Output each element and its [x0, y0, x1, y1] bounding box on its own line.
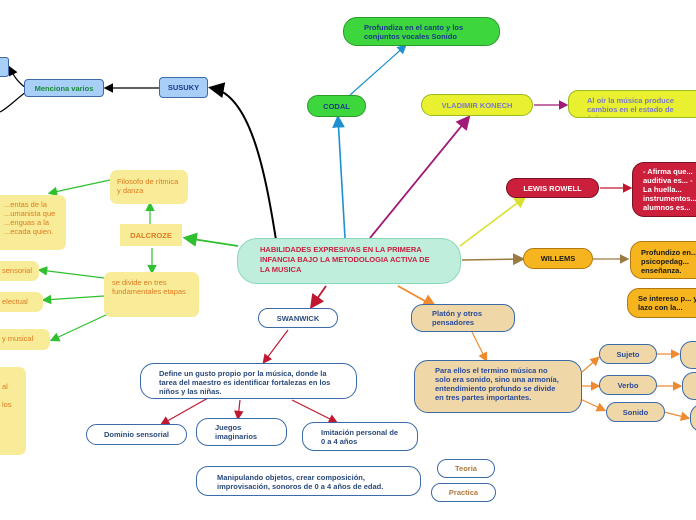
lewis-description-node[interactable]: - Afirma que... auditiva es... - La huel… — [632, 162, 696, 217]
imitacion-personal-node[interactable]: Imitación personal de 0 a 4 años — [302, 422, 418, 451]
lewis-description-text: - Afirma que... auditiva es... - La huel… — [643, 167, 696, 212]
intelectual-node[interactable]: electual — [0, 292, 43, 312]
dominio-sensorial-label: Dominio sensorial — [103, 430, 169, 439]
swanwick-node[interactable]: SWANWICK — [258, 308, 338, 328]
codal-node[interactable]: CODAL — [307, 95, 366, 117]
cut-blue-node[interactable] — [0, 57, 9, 77]
teoria-node[interactable]: Teoria — [437, 459, 495, 478]
vladimir-konech-node[interactable]: VLADIMIR KONECH — [421, 94, 533, 116]
define-gusto-node[interactable]: Define un gusto propio por la música, do… — [140, 363, 357, 399]
verbo-node[interactable]: Verbo — [599, 375, 657, 395]
cut-verbo-child-node[interactable] — [682, 372, 696, 400]
manipulando-objetos-text: Manipulando objetos, crear composición, … — [217, 473, 384, 491]
left-cut-description-text: ...entas de la ...umanista que ...enguas… — [4, 200, 56, 236]
codal-label: CODAL — [323, 101, 350, 111]
lewis-rowell-label: LEWIS ROWELL — [523, 183, 582, 193]
musical-label: y musical — [2, 334, 34, 343]
imitacion-personal-text: Imitación personal de 0 a 4 años — [321, 428, 399, 446]
cut-sujeto-child-node[interactable] — [680, 341, 696, 369]
willems-label: WILLEMS — [540, 254, 576, 263]
sonido-label: Sonido — [622, 407, 649, 417]
musical-node[interactable]: y musical — [0, 329, 50, 350]
swanwick-label: SWANWICK — [276, 313, 320, 323]
juegos-imaginarios-text: Juegos imaginarios — [215, 423, 258, 441]
left-cut-description-node[interactable]: ...entas de la ...umanista que ...enguas… — [0, 195, 66, 250]
teoria-label: Teoria — [455, 464, 477, 473]
dalcroze-label: DALCROZE — [130, 230, 172, 240]
dominio-sensorial-node[interactable]: Dominio sensorial — [86, 424, 187, 445]
willems-node[interactable]: WILLEMS — [523, 248, 593, 269]
filosofo-text: Filosofo de rítmica y danza — [117, 177, 179, 195]
menciona-varios-label: Menciona varios — [34, 83, 94, 93]
divide-etapas-node[interactable]: se divide en tres fundamentales etapas — [104, 272, 199, 317]
central-topic-text: HABILIDADES EXPRESIVAS EN LA PRIMERA INF… — [260, 245, 430, 274]
willems-description-node[interactable]: Profundizo en... psicopedag... enseñanza… — [630, 241, 696, 279]
susuky-node[interactable]: SUSUKY — [159, 77, 208, 98]
lewis-rowell-node[interactable]: LEWIS ROWELL — [506, 178, 599, 198]
intelectual-label: electual — [2, 297, 28, 306]
willems-description-2-node[interactable]: Se intereso p... y lazo con la... — [627, 288, 696, 318]
platon-text: Platón y otros pensadores — [432, 309, 483, 327]
willems-description-2-text: Se intereso p... y lazo con la... — [638, 294, 696, 312]
practica-node[interactable]: Practica — [431, 483, 496, 502]
sensorial-node[interactable]: sensorial — [0, 261, 39, 281]
vladimir-description-node[interactable]: Al oír la música produce cambios en el e… — [568, 90, 696, 118]
platon-node[interactable]: Platón y otros pensadores — [411, 304, 515, 332]
para-ellos-node[interactable]: Para ellos el termino música no solo era… — [414, 360, 582, 413]
dalcroze-node[interactable]: DALCROZE — [120, 224, 182, 246]
practica-label: Practica — [448, 488, 479, 497]
sujeto-label: Sujeto — [616, 349, 640, 359]
filosofo-node[interactable]: Filosofo de rítmica y danza — [110, 170, 188, 204]
willems-description-text: Profundizo en... psicopedag... enseñanza… — [641, 248, 696, 275]
codal-description-text: Profundiza en el canto y los conjuntos v… — [364, 23, 464, 41]
vladimir-description-text: Al oír la música produce cambios en el e… — [587, 96, 675, 117]
susuky-label: SUSUKY — [167, 83, 200, 92]
define-gusto-text: Define un gusto propio por la música, do… — [159, 369, 331, 396]
sensorial-label: sensorial — [2, 266, 33, 275]
menciona-varios-node[interactable]: Menciona varios — [24, 79, 104, 97]
para-ellos-text: Para ellos el termino música no solo era… — [435, 366, 559, 402]
vladimir-konech-label: VLADIMIR KONECH — [441, 100, 513, 110]
codal-description-node[interactable]: Profundiza en el canto y los conjuntos v… — [343, 17, 500, 46]
left-cut-bottom-text: al los — [2, 382, 12, 409]
juegos-imaginarios-node[interactable]: Juegos imaginarios — [196, 418, 287, 446]
manipulando-objetos-node[interactable]: Manipulando objetos, crear composición, … — [196, 466, 421, 496]
central-topic-node[interactable]: HABILIDADES EXPRESIVAS EN LA PRIMERA INF… — [237, 238, 461, 284]
sonido-node[interactable]: Sonido — [606, 402, 665, 422]
sujeto-node[interactable]: Sujeto — [599, 344, 657, 364]
divide-etapas-text: se divide en tres fundamentales etapas — [112, 278, 186, 296]
left-cut-bottom-node[interactable]: al los — [0, 367, 26, 455]
verbo-label: Verbo — [617, 380, 639, 390]
